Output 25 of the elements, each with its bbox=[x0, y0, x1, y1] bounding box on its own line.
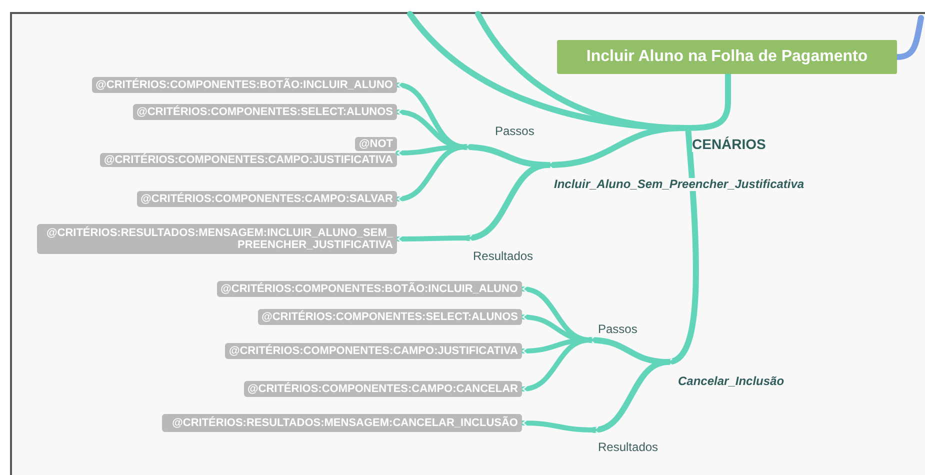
branch-line bbox=[465, 162, 551, 242]
branch-heading: CENÁRIOS bbox=[692, 137, 766, 152]
group-label: Resultados bbox=[598, 441, 658, 454]
tag-label: @CRITÉRIOS:RESULTADOS:MENSAGEM:INCLUIR_ALUNO_SEM_PREENCHER_JUSTIFICATIVA bbox=[37, 224, 397, 254]
branch-line bbox=[396, 235, 470, 243]
tag-label: @CRITÉRIOS:COMPONENTES:SELECT:ALUNOS bbox=[258, 309, 522, 325]
group-label: Passos bbox=[598, 323, 638, 336]
tag-label: @CRITÉRIOS:COMPONENTES:SELECT:ALUNOS bbox=[132, 104, 397, 120]
tag-label: @NOT bbox=[355, 137, 397, 151]
tag-label: @CRITÉRIOS:COMPONENTES:BOTÃO:INCLUIR_ALUNO bbox=[216, 281, 522, 297]
branch-line bbox=[520, 419, 596, 432]
scenario-label: Cancelar_Inclusão bbox=[678, 375, 784, 388]
tag-label: @CRITÉRIOS:COMPONENTES:CAMPO:JUSTIFICATIVA bbox=[225, 343, 522, 359]
group-label: Passos bbox=[495, 125, 534, 138]
branch-line bbox=[591, 359, 671, 434]
branch-line bbox=[520, 338, 592, 392]
tag-label: @CRITÉRIOS:COMPONENTES:CAMPO:JUSTIFICATIVA bbox=[100, 153, 397, 167]
topic-box: Incluir Aluno na Folha de Pagamento bbox=[557, 40, 897, 74]
tag-label: @CRITÉRIOS:COMPONENTES:CAMPO:CANCELAR bbox=[244, 381, 522, 397]
tag-label: @CRITÉRIOS:COMPONENTES:CAMPO:SALVAR bbox=[136, 191, 397, 207]
group-label: Resultados bbox=[473, 250, 534, 264]
scenario-label: Incluir_Aluno_Sem_Preencher_Justificativa bbox=[554, 178, 804, 192]
tag-label: @CRITÉRIOS:RESULTADOS:MENSAGEM:CANCELAR_INCLUSÃO bbox=[162, 414, 522, 432]
branch-line bbox=[396, 144, 468, 202]
tag-label: @CRITÉRIOS:COMPONENTES:BOTÃO:INCLUIR_ALUNO bbox=[92, 77, 397, 93]
